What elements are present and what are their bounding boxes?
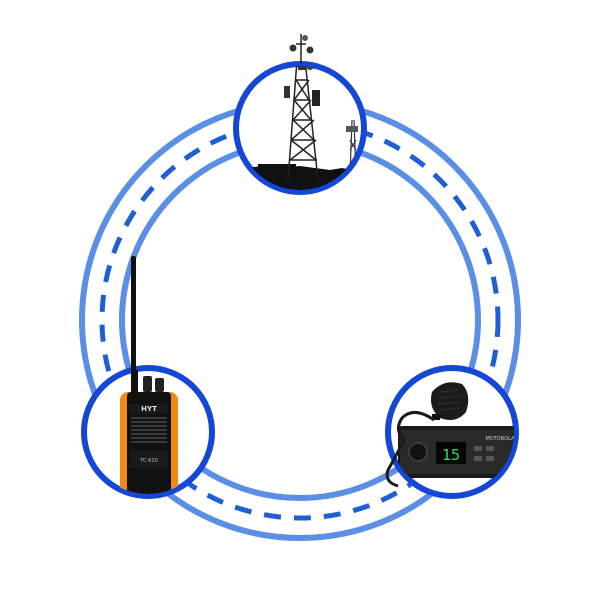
handheld-node: HYT TC-610 — [81, 256, 215, 499]
handheld-knob-1 — [143, 376, 152, 392]
mobile-display-value: 15 — [442, 446, 460, 464]
mobile-brand: MOTOROLA — [486, 436, 516, 442]
tower-node — [233, 34, 367, 195]
microphone-cord — [385, 411, 435, 488]
tower-top — [296, 34, 306, 64]
handheld-model: TC-610 — [139, 458, 158, 464]
mobile-node: 15 MOTOROLA — [385, 365, 519, 499]
handheld-radio-icon: HYT TC-610 — [120, 392, 178, 494]
handheld-antenna — [131, 256, 136, 380]
mobile-radio-icon: 15 MOTOROLA — [398, 426, 516, 478]
handheld-knob-2 — [155, 378, 164, 392]
radio-tower-icon — [240, 66, 360, 190]
handheld-brand: HYT — [141, 405, 157, 413]
tower-node-border — [233, 61, 367, 195]
microphone — [385, 382, 469, 488]
